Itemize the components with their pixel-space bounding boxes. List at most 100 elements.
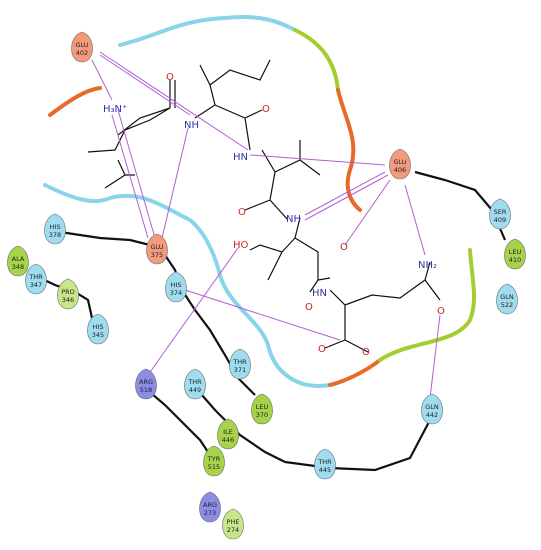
residue-marker-shape xyxy=(389,148,411,180)
residue-marker-shape xyxy=(184,368,206,400)
chain-arg518-tyr515 xyxy=(144,387,213,459)
residue-marker-shape xyxy=(165,271,187,303)
residue-number: 273 xyxy=(204,509,216,517)
residue-number: 442 xyxy=(426,411,438,419)
atom-h3n: H₃N⁺ xyxy=(103,104,127,115)
residue-number: 446 xyxy=(222,436,234,444)
residue-name: TYR xyxy=(207,455,221,463)
residue-number: 375 xyxy=(151,251,163,259)
hbond-glu402-nh xyxy=(99,54,191,116)
residue-marker-shape xyxy=(217,418,239,450)
leucine-carbonyl xyxy=(169,80,176,108)
atom-o-1: O xyxy=(166,72,174,83)
atom-nh-1: NH xyxy=(184,120,199,131)
atom-hn-2: HN xyxy=(233,152,248,163)
residue-name: GLN xyxy=(500,293,514,301)
atom-ho: HO xyxy=(233,240,249,251)
residue-name: LEU xyxy=(509,248,522,256)
residue-marker-shape xyxy=(222,508,244,540)
valine-fragment xyxy=(244,140,321,221)
residue-name: HIS xyxy=(171,281,182,289)
isoleucine-carbonyl xyxy=(214,104,263,151)
atom-o-4: O xyxy=(340,242,348,253)
residue-number: 402 xyxy=(76,49,88,57)
atom-labels: H₃N⁺ NH HN NH HN HO NH₂ O O O O O O⁻ O O xyxy=(103,72,445,358)
residue-number: 518 xyxy=(140,386,152,394)
residue-number: 522 xyxy=(501,301,513,309)
residue-name: ARG xyxy=(139,378,153,386)
residue-name: THR xyxy=(232,358,247,366)
hbond-gln442-o xyxy=(429,314,441,399)
residue-marker-shape xyxy=(71,31,93,63)
hbond-hn-glu406 xyxy=(249,154,386,166)
hbond-nh-glu375 xyxy=(161,127,189,239)
hbond-o-glu406-b xyxy=(304,174,389,221)
residue-name: THR xyxy=(28,273,43,281)
hbond-his374-o xyxy=(184,289,341,341)
residue-name: PRO xyxy=(61,288,75,296)
residue-marker-shape xyxy=(229,348,251,380)
hbond-glu402-hn xyxy=(99,51,249,151)
residue-marker-shape xyxy=(496,283,518,315)
residue-name: HIS xyxy=(93,323,104,331)
atom-o-8: O xyxy=(437,306,445,317)
residue-name: LEU xyxy=(256,403,269,411)
atom-nh2: NH₂ xyxy=(418,260,437,271)
atom-o-7: O xyxy=(362,347,370,358)
residue-marker-shape xyxy=(25,263,47,295)
residue-markers: GLU402GLU406GLU375SER409LEU410HIS378ALA3… xyxy=(7,31,526,540)
residue-number: 274 xyxy=(227,526,239,534)
atom-o-6: O⁻ xyxy=(318,344,331,355)
threonine-fragment xyxy=(249,217,331,293)
atom-hn-4: HN xyxy=(312,288,327,299)
residue-number: 410 xyxy=(509,256,521,264)
residue-marker-shape xyxy=(504,238,526,270)
hbond-arg518-ho xyxy=(147,247,239,376)
residue-number: 371 xyxy=(234,366,246,374)
pocket-outline-green-top xyxy=(293,28,340,92)
hbond-o-glu406 xyxy=(344,179,391,246)
residue-marker-shape xyxy=(421,393,443,425)
residue-name: ALA xyxy=(12,255,25,263)
glutamine-fragment xyxy=(324,261,441,353)
pocket-outline-blue-left xyxy=(43,183,332,388)
hbond-h3n-glu375-b xyxy=(117,109,156,239)
residue-marker-shape xyxy=(146,233,168,265)
residue-number: 348 xyxy=(12,263,24,271)
residue-name: ARG xyxy=(203,501,217,509)
residue-marker-shape xyxy=(87,313,109,345)
hbond-h3n-glu375-a xyxy=(111,114,149,239)
residue-number: 347 xyxy=(30,281,42,289)
residue-name: ILE xyxy=(223,428,233,436)
chain-thr449-thr445 xyxy=(194,386,286,463)
atom-o-3: O xyxy=(238,207,246,218)
pocket-outline-orange-left xyxy=(48,86,102,117)
residue-name: GLU xyxy=(393,158,406,166)
residue-name: THR xyxy=(317,458,332,466)
residue-name: THR xyxy=(187,378,202,386)
pocket-outline-blue-top xyxy=(118,14,297,47)
pocket-outline-green-bottom xyxy=(378,248,476,362)
residue-number: 345 xyxy=(92,331,104,339)
residue-marker-shape xyxy=(199,491,221,523)
atom-nh-3: NH xyxy=(286,214,301,225)
hydrogen-bonds xyxy=(91,51,441,399)
hbond-nh-glu406 xyxy=(304,171,386,216)
residue-marker-shape xyxy=(135,368,157,400)
